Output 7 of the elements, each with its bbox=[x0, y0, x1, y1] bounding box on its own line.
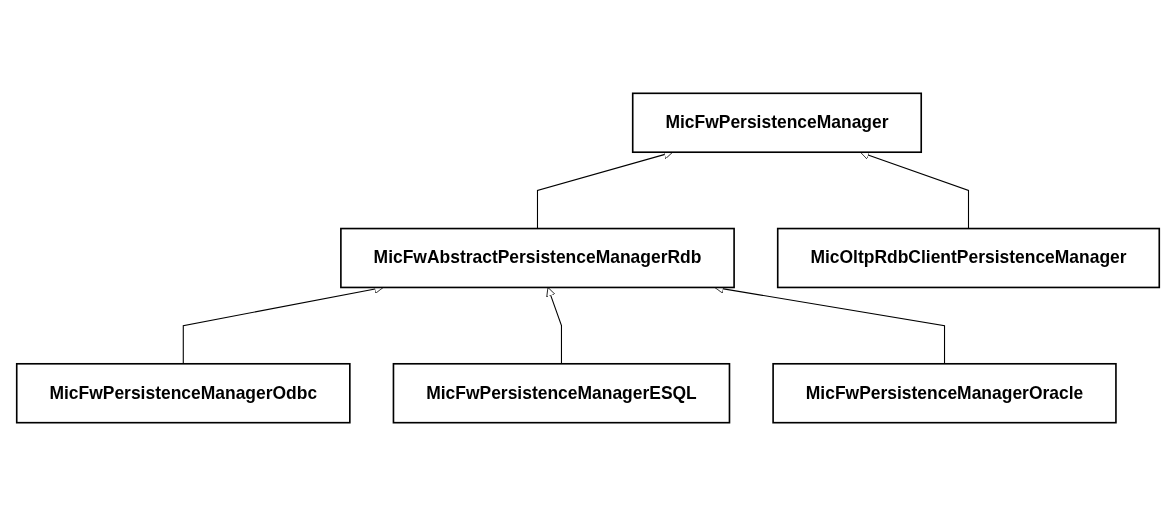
node-box: MicOltpRdbClientPersistenceManager bbox=[776, 227, 1161, 289]
node-box: MicFwPersistenceManagerOdbc bbox=[15, 362, 351, 424]
node-box: MicFwPersistenceManagerOracle bbox=[772, 362, 1117, 424]
node-box: MicFwPersistenceManager bbox=[631, 92, 923, 154]
node-box: MicFwPersistenceManagerESQL bbox=[392, 362, 731, 424]
arrow bbox=[546, 287, 562, 365]
node-box: MicFwAbstractPersistenceManagerRdb bbox=[340, 227, 735, 289]
